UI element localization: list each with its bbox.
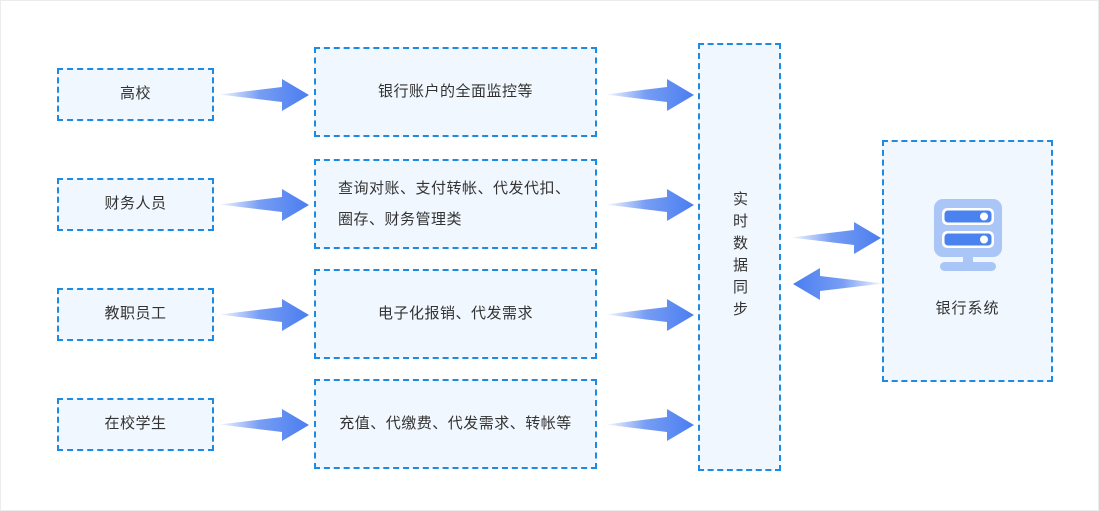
service-label-multiline: 查询对账、支付转帐、代发代扣、 圈存、财务管理类	[338, 173, 571, 236]
actor-label: 在校学生	[104, 415, 167, 433]
bank-system-panel[interactable]: 银行系统	[882, 140, 1053, 382]
actor-label: 教职员工	[104, 305, 167, 323]
service-box-finance-services[interactable]: 查询对账、支付转帐、代发代扣、 圈存、财务管理类	[314, 159, 597, 249]
service-box-account-monitoring[interactable]: 银行账户的全面监控等	[314, 47, 597, 137]
actor-box-university[interactable]: 高校	[57, 68, 214, 121]
service-label-line2: 圈存、财务管理类	[338, 211, 463, 228]
arrow-service-4-to-sync	[606, 409, 694, 441]
server-icon	[933, 198, 1002, 271]
actor-label: 财务人员	[104, 195, 167, 213]
service-label: 银行账户的全面监控等	[377, 82, 533, 100]
arrow-actor-3-to-service-3	[219, 299, 309, 331]
actor-label: 高校	[119, 85, 151, 103]
actor-box-finance-staff[interactable]: 财务人员	[57, 178, 214, 231]
service-label: 充值、代缴费、代发需求、转帐等	[339, 414, 572, 432]
realtime-sync-column[interactable]: 实时数据同步	[698, 43, 781, 471]
sync-column-label: 实时数据同步	[731, 191, 748, 323]
arrow-actor-1-to-service-1	[219, 79, 309, 111]
bank-system-label: 银行系统	[935, 299, 1000, 317]
arrow-actor-2-to-service-2	[219, 189, 309, 221]
arrow-bank-to-sync	[793, 268, 883, 300]
arrow-sync-to-bank	[791, 222, 881, 254]
service-label-line1: 查询对账、支付转帐、代发代扣、	[338, 179, 571, 197]
arrow-service-2-to-sync	[606, 189, 694, 221]
arrow-service-1-to-sync	[606, 79, 694, 111]
actor-box-students[interactable]: 在校学生	[57, 398, 214, 451]
service-label: 电子化报销、代发需求	[377, 304, 533, 322]
service-box-student-services[interactable]: 充值、代缴费、代发需求、转帐等	[314, 379, 597, 469]
actor-box-faculty[interactable]: 教职员工	[57, 288, 214, 341]
arrow-actor-4-to-service-4	[219, 409, 309, 441]
arrow-service-3-to-sync	[606, 299, 694, 331]
service-box-reimbursement[interactable]: 电子化报销、代发需求	[314, 269, 597, 359]
